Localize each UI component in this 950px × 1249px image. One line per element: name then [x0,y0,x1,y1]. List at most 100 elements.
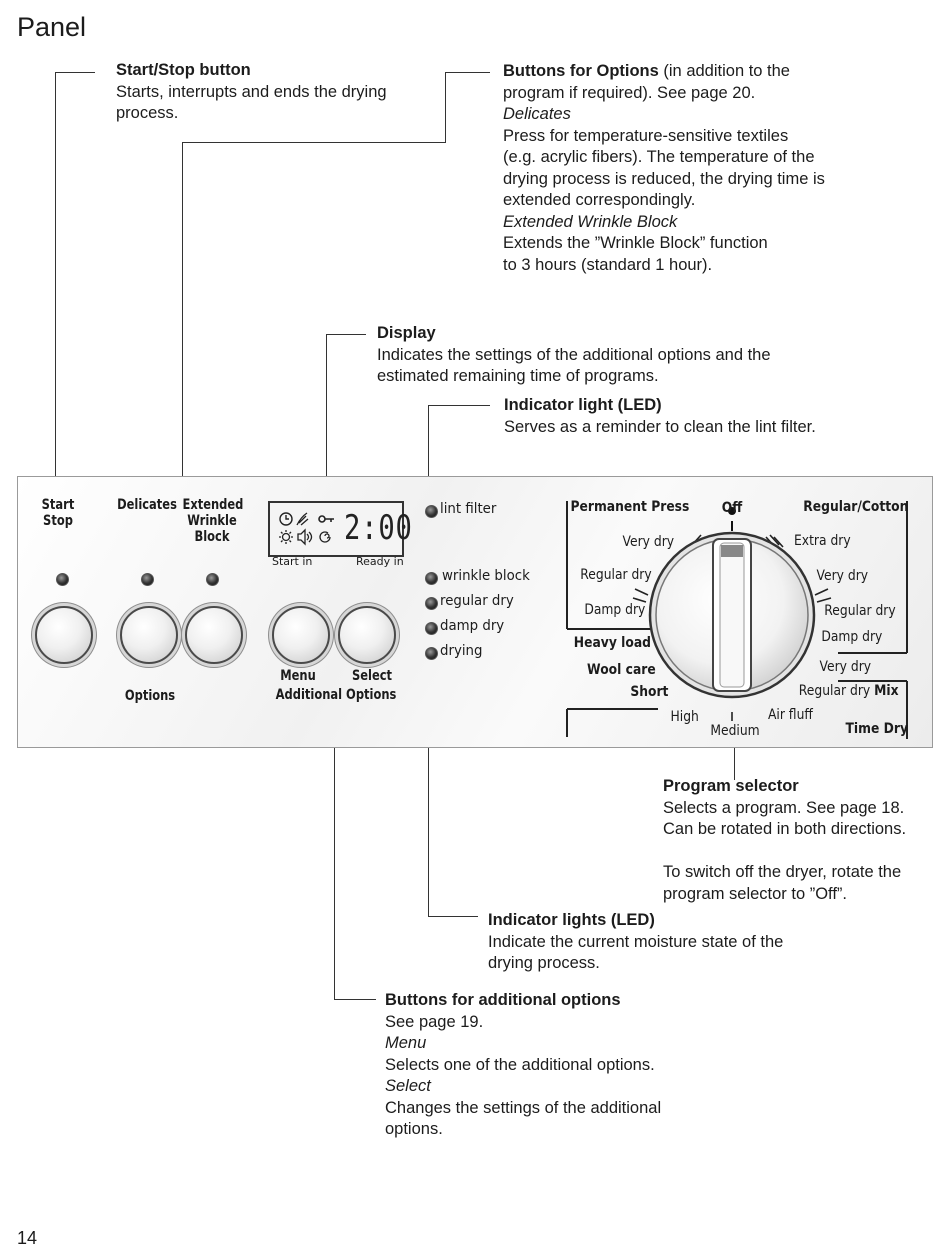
callout-heading: Display [377,324,436,342]
leader-options-v2 [182,142,183,490]
leader-start-h [55,72,95,73]
dial-pp-very-dry: Very dry [622,534,675,550]
callout-text: To switch off the dryer, rotate the [663,863,902,881]
display-start-in: Start in [272,555,313,568]
callout-subheading: Menu [385,1034,427,1052]
dial-wool-care: Wool care [587,662,656,678]
leader-addl-h [334,999,376,1000]
delicates-label: Delicates [117,497,177,513]
callout-program-selector: Program selector Selects a program. See … [663,776,906,905]
dial-rc-extra-dry: Extra dry [793,533,851,549]
leader-display-h [326,334,366,335]
lint-filter-label: lint filter [440,501,497,517]
sun-icon [279,530,293,544]
start-label: Start [41,497,75,513]
dial-mix: Mix [874,683,899,699]
callout-subheading: Select [385,1077,431,1095]
menu-label: Menu [280,668,316,684]
delicates-button[interactable] [120,606,178,664]
ewb-label-2: Wrinkle [187,513,237,529]
callout-heading: Buttons for Options [503,62,659,80]
callout-heading: Indicator lights (LED) [488,911,655,929]
callout-text: options. [385,1120,443,1138]
start-stop-led [56,573,69,586]
delicates-led [141,573,154,586]
clock-icon [279,512,293,526]
callout-text: estimated remaining time of programs. [377,367,659,385]
callout-text: Indicate the current moisture state of t… [488,932,784,951]
regular-dry-led [425,597,438,610]
callout-text: Serves as a reminder to clean the lint f… [504,417,816,436]
callout-text [663,841,906,863]
callout-text: Press for temperature-sensitive textiles [503,126,789,145]
callout-text: See page 19. [385,1012,484,1031]
callout-text: Extends the ”Wrinkle Block” function [503,234,768,252]
callout-heading: Program selector [663,777,799,795]
dial-pp-damp-dry: Damp dry [584,602,646,618]
control-panel: Start Stop Delicates Extended Wrinkle Bl… [17,476,933,748]
callout-text: (e.g. acrylic fibers). The temperature o… [503,148,815,166]
leader-lint-h [428,405,490,406]
callout-subheading: Delicates [503,105,571,123]
callout-text: Can be rotated in both directions. [663,820,907,838]
program-selector-knob[interactable] [650,533,814,697]
dial-short: Short [630,684,669,700]
callout-text: drying process is reduced, the drying ti… [503,169,825,188]
speaker-icon [297,528,313,546]
crease-icon [296,512,309,526]
dial-rc-regular-dry: Regular dry [824,603,896,619]
leader-lint-v [428,405,429,489]
callout-heading-rest: (in addition to the [658,62,790,80]
dial-high: High [670,709,699,725]
callout-text: program selector to ”Off”. [663,884,848,903]
ewb-label-3: Block [194,529,230,545]
select-button[interactable] [338,606,396,664]
dial-pp-regular-dry: Regular dry [580,567,652,583]
callout-text: Indicates the settings of the additional… [377,345,771,364]
leader-leds-h [428,916,478,917]
leader-options-h2 [182,142,446,143]
callout-text: Selects one of the additional options. [385,1055,655,1074]
callout-text: Selects a program. See page 18. [663,798,905,817]
wrinkle-block-label: wrinkle block [442,568,530,584]
regular-dry-label: regular dry [440,593,514,609]
callout-heading: Buttons for additional options [385,991,621,1009]
leader-leds-v [428,672,429,916]
leader-addl-v [334,712,335,999]
callout-heading: Indicator light (LED) [504,396,662,414]
damp-dry-label: damp dry [440,618,505,634]
dial-mix-regular-dry-text: Regular dry [798,683,871,699]
lint-filter-led [425,505,438,518]
start-stop-label: Start Stop [37,497,80,529]
options-label: Options [124,688,176,704]
leader-display-v [326,334,327,484]
dial-rc-very-dry: Very dry [816,568,869,584]
leader-options-v1 [445,72,446,142]
callout-text: extended correspondingly. [503,191,696,209]
callout-options: Buttons for Options (in addition to the … [503,61,825,276]
callout-text: to 3 hours (standard 1 hour). [503,255,713,274]
callout-text: Starts, interrupts and ends the drying [116,82,387,101]
callout-heading: Start/Stop button [116,61,251,79]
wrinkle-block-option-led [206,573,219,586]
menu-button[interactable] [272,606,330,664]
additional-options-label: Additional Options [275,687,397,703]
callout-text: Changes the settings of the additional [385,1098,662,1117]
display-time: 2:00 [344,508,413,548]
drying-led [425,647,438,660]
callout-indicator-light: Indicator light (LED) Serves as a remind… [504,395,816,438]
callout-text: program if required). See page 20. [503,83,756,102]
callout-text: process. [116,104,179,122]
wrinkle-block-led [425,572,438,585]
page-title: Panel [17,12,87,42]
display-ready-in: Ready in [356,555,404,568]
leader-selector-v [734,742,735,780]
extended-wrinkle-block-button[interactable] [185,606,243,664]
lock-icon [318,515,334,523]
callout-additional-options: Buttons for additional options See page … [385,990,661,1141]
dial-mix-regular-dry: Regular dry Mix [799,683,899,699]
display-icons [279,512,334,546]
lcd-display: 2:00 [268,501,412,557]
callout-indicator-lights: Indicator lights (LED) Indicate the curr… [488,910,783,975]
start-stop-button[interactable] [35,606,93,664]
